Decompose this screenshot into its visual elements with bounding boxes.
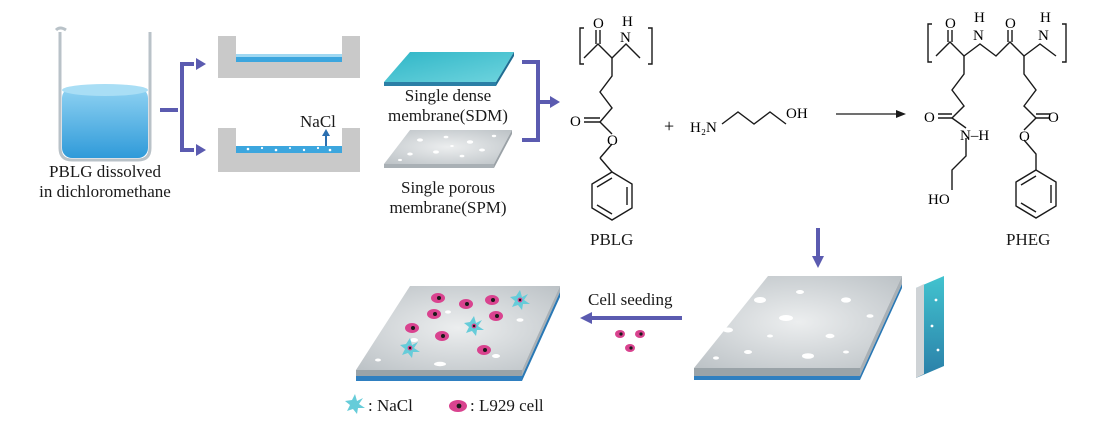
pblg-o-top: O (593, 16, 604, 32)
seeding-cells-icon (615, 330, 645, 352)
pheg-h-right: H (1040, 10, 1051, 26)
pheg-o-left: O (945, 16, 956, 32)
sdm-label-line1: Single dense (404, 86, 492, 105)
down-arrow (812, 228, 824, 268)
pheg-structure (927, 23, 1067, 219)
casting-tray-dense (218, 36, 360, 78)
casting-tray-porous (218, 128, 360, 172)
h2n-label: H₂N (690, 120, 717, 136)
pheg-label: PHEG (1006, 230, 1051, 249)
pblg-o-ester: O (570, 114, 581, 130)
split-bracket-arrow (160, 62, 194, 152)
pheg-ho: HO (928, 192, 950, 208)
pblg-n: N (620, 30, 631, 46)
oh-label: OH (786, 106, 808, 122)
pheg-n-left: N (973, 28, 984, 44)
cell-seeding-arrow (580, 312, 682, 324)
beaker-label: PBLG dissolved in dichloromethane (30, 162, 180, 202)
beaker-label-line1: PBLG dissolved (49, 162, 161, 181)
pblg-structure (579, 27, 653, 221)
plus-sign: + (664, 116, 674, 136)
pheg-n-right: N (1038, 28, 1049, 44)
pheg-o-amide: O (924, 110, 935, 126)
pheg-scaffold (694, 276, 902, 380)
nacl-legend-icon (345, 394, 365, 414)
pheg-o-ester: O (1048, 110, 1059, 126)
l929-cells (405, 293, 503, 355)
pheg-o-link: O (1019, 129, 1030, 145)
beaker-icon (54, 26, 152, 162)
sdm-label: Single dense membrane(SDM) (378, 86, 518, 126)
pblg-o-link: O (607, 133, 618, 149)
pblg-h: H (622, 14, 633, 30)
reaction-arrow (836, 110, 906, 118)
pheg-o-right: O (1005, 16, 1016, 32)
merge-bracket-arrow (522, 60, 550, 142)
nacl-addition-arrow (322, 129, 330, 146)
spm-label: Single porous membrane(SPM) (378, 178, 518, 218)
scaffold-cross-section (916, 276, 944, 378)
nacl-crystal-cores (407, 297, 523, 351)
pblg-label: PBLG (590, 230, 634, 249)
pheg-h-left: H (974, 10, 985, 26)
aminopropanol-structure (721, 111, 787, 125)
sdm-label-line2: membrane(SDM) (388, 106, 508, 125)
beaker-label-line2: in dichloromethane (39, 182, 171, 201)
cell-legend-icon (449, 400, 467, 412)
pheg-nh: N–H (960, 128, 989, 144)
porous-membrane (384, 130, 512, 168)
legend-nacl-text: : NaCl (368, 396, 413, 415)
dense-membrane (384, 52, 514, 86)
cell-seeding-label: Cell seeding (588, 290, 673, 309)
spm-label-line1: Single porous (401, 178, 495, 197)
legend-cell-text: : L929 cell (470, 396, 544, 415)
spm-label-line2: membrane(SPM) (389, 198, 507, 217)
seeded-scaffold (356, 286, 560, 381)
nacl-label: NaCl (300, 112, 336, 131)
